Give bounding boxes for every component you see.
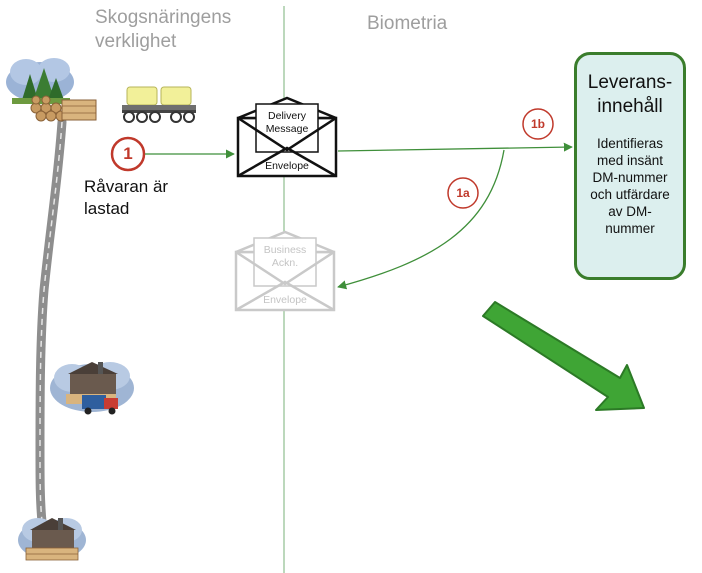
lane-title-left-line2: verklighet bbox=[95, 31, 177, 52]
delivery-content-body-line1: Identifieras bbox=[596, 136, 664, 151]
step1-text-line2: lastad bbox=[84, 199, 130, 218]
sawmill-truck-icon bbox=[50, 362, 134, 415]
big-green-arrow-icon bbox=[482, 301, 645, 411]
flow-arrow-1a bbox=[337, 149, 505, 290]
step1-text: Råvaran är lastad bbox=[84, 176, 168, 220]
road-icon bbox=[35, 117, 67, 527]
delivery-content-body-line3: DM-nummer bbox=[592, 170, 668, 185]
marker-1a-label: 1a bbox=[456, 186, 470, 200]
marker-1a bbox=[447, 177, 479, 209]
delivery-content-body-line4: och utfärdare bbox=[590, 187, 670, 202]
business-envelope-bottom: Envelope bbox=[263, 294, 307, 306]
sawmill-icon bbox=[18, 518, 86, 561]
delivery-envelope-icon bbox=[236, 96, 338, 178]
delivery-envelope-line1: Delivery bbox=[268, 110, 306, 122]
marker-1b-label: 1b bbox=[530, 117, 545, 131]
lane-title-right: Biometria bbox=[367, 13, 448, 34]
lane-title-left-line1: Skogsnäringens bbox=[95, 7, 232, 28]
delivery-envelope-title: Delivery Message bbox=[256, 110, 318, 136]
step1-number: 1 bbox=[123, 144, 133, 163]
truck-icon bbox=[122, 86, 196, 123]
delivery-content-title: Leverans- innehåll bbox=[577, 71, 683, 119]
delivery-envelope-bottom: Envelope bbox=[265, 160, 309, 172]
business-envelope-line2: Ackn. bbox=[271, 257, 299, 269]
step1-marker bbox=[110, 136, 146, 172]
marker-1b bbox=[522, 108, 554, 140]
business-envelope-icon bbox=[234, 230, 336, 312]
business-envelope-line1: Business bbox=[263, 244, 307, 256]
delivery-content-body-line5: av DM- bbox=[608, 204, 652, 219]
delivery-envelope-line2: Message bbox=[265, 123, 309, 135]
delivery-content-title-line2: innehåll bbox=[597, 96, 663, 117]
business-envelope-title: Business Ackn. bbox=[254, 244, 316, 270]
delivery-content-box: Leverans- innehåll Identifieras med insä… bbox=[574, 52, 686, 280]
step1-text-line1: Råvaran är bbox=[84, 177, 169, 196]
lane-title-left: Skogsnäringens verklighet bbox=[95, 6, 231, 54]
delivery-content-body: Identifieras med insänt DM-nummer och ut… bbox=[577, 135, 683, 237]
delivery-content-body-line2: med insänt bbox=[596, 153, 664, 168]
forest-logs-icon bbox=[6, 58, 97, 122]
delivery-content-title-line1: Leverans- bbox=[587, 72, 673, 93]
flow-arrow-1b bbox=[337, 142, 573, 152]
delivery-content-body-line6: nummer bbox=[605, 221, 655, 236]
